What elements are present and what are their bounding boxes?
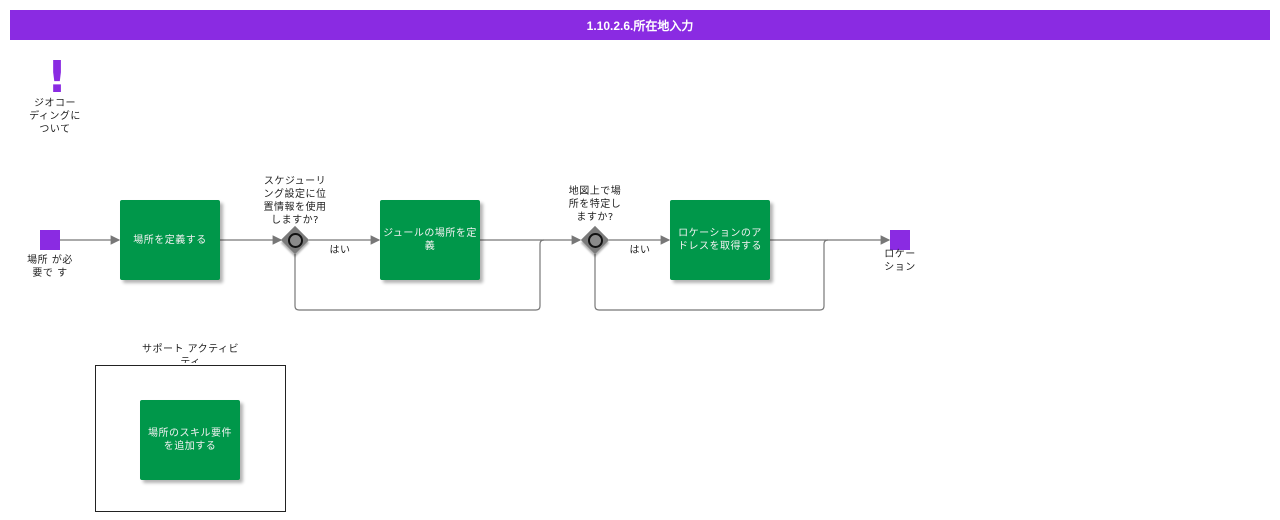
support-activities-group [95, 365, 286, 512]
flow-gateway2-no [594, 239, 829, 311]
start-event[interactable] [40, 230, 60, 250]
annotation-label: ジオコー ディングに ついて [29, 98, 81, 135]
task-add-skill-requirements[interactable]: 場所のスキル要件 を追加する [140, 400, 240, 480]
end-event-label: ロケー ション [884, 249, 916, 273]
task-define-scheduling-location[interactable]: ジュールの場所を定義 [380, 200, 480, 280]
gateway-2-marker-icon [588, 233, 603, 248]
gateway-1-question: スケジューリ ング設定に位 置情報を使用 しますか? [263, 176, 327, 226]
flow-gateway1-no [294, 239, 545, 311]
page-title: 1.10.2.6.所在地入力 [10, 10, 1270, 40]
start-event-label: 場所 が必 要で す [27, 255, 73, 279]
end-event[interactable] [890, 230, 910, 250]
group-label: サポート アクティビ ティ [141, 344, 240, 363]
gateway-2-question: 地図上で場 所を特定し ますか? [568, 186, 622, 223]
gateway-2-yes-label: はい [629, 245, 651, 256]
gateway-1-yes-label: はい [329, 245, 351, 256]
gateway-1-marker-icon [288, 233, 303, 248]
task-define-location[interactable]: 場所を定義する [120, 200, 220, 280]
task-get-location-address[interactable]: ロケーションのア ドレスを取得する [670, 200, 770, 280]
exclamation-icon: ! [47, 52, 68, 103]
